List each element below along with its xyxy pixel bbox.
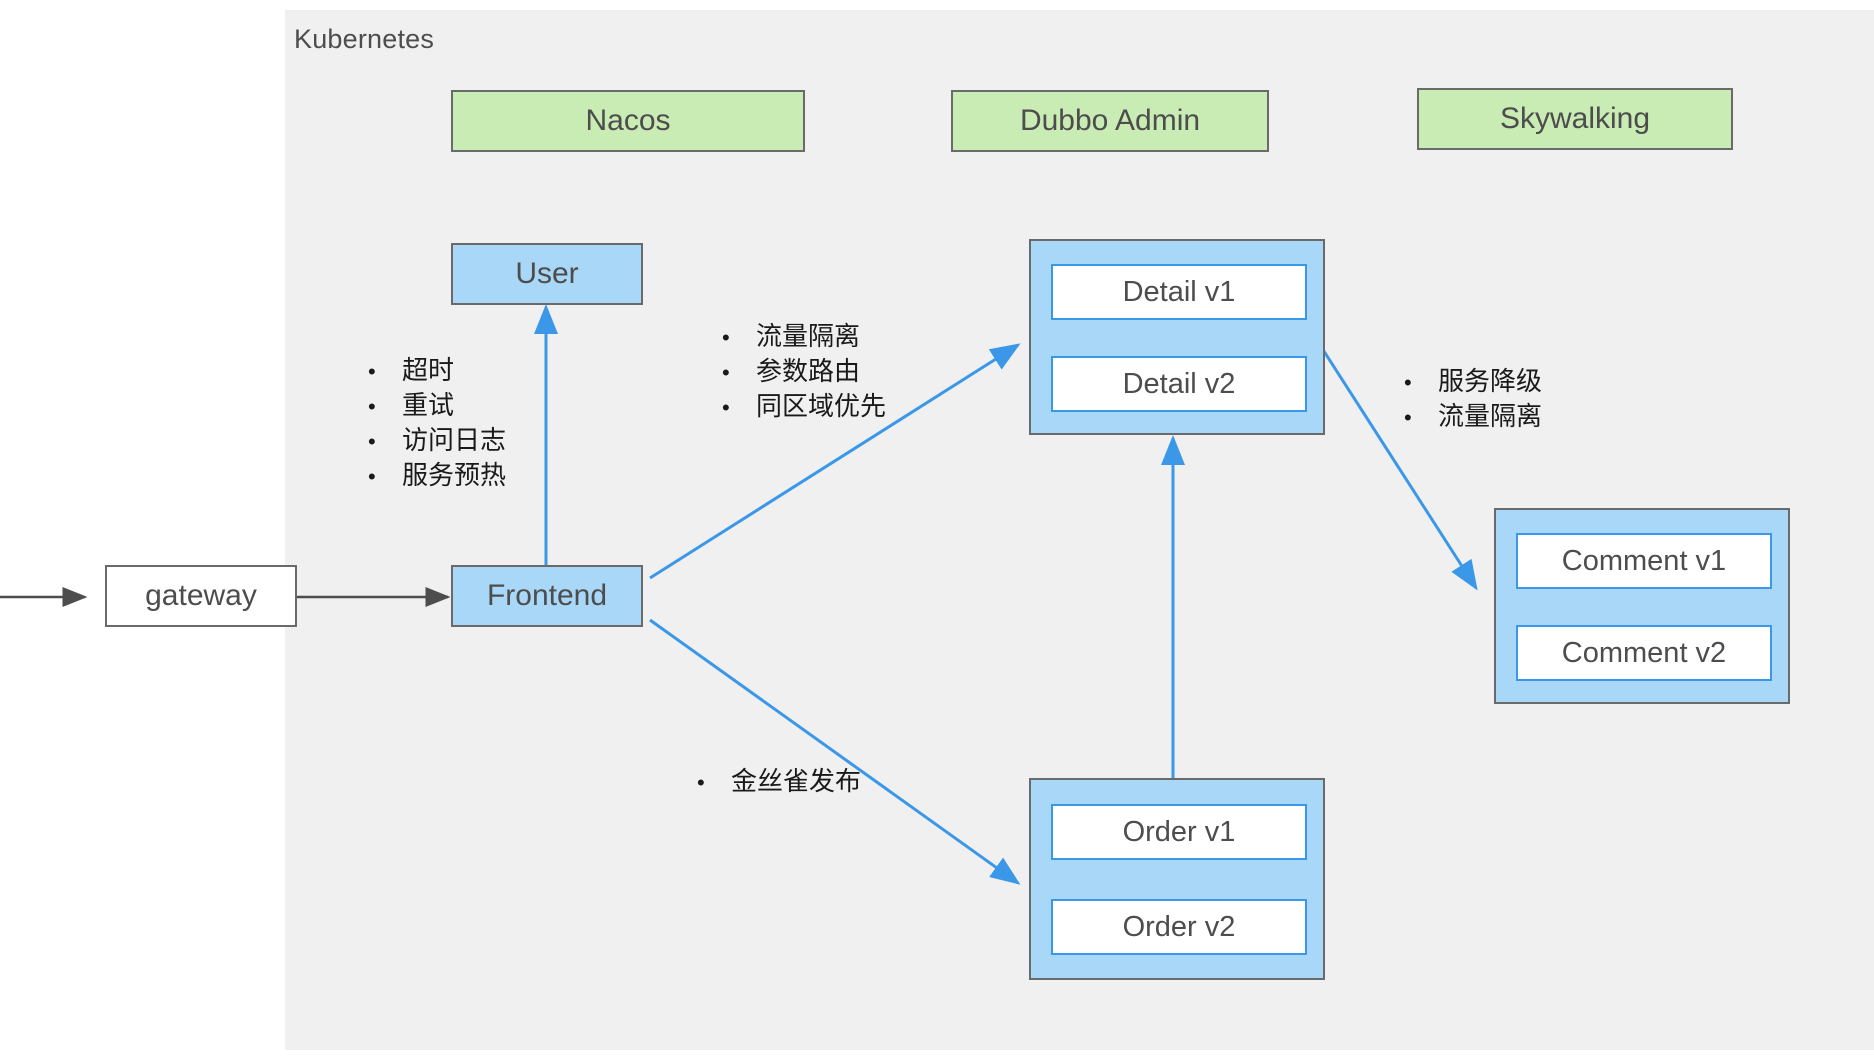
service-version-box[interactable]: Detail v2 <box>1051 356 1307 412</box>
arrow-frontend-order <box>649 618 1021 885</box>
service-label: Frontend <box>486 579 608 612</box>
infra-box-skywalking[interactable]: Skywalking <box>1417 88 1733 150</box>
infra-label: Dubbo Admin <box>1019 104 1201 137</box>
service-version-label: Comment v2 <box>1561 636 1727 669</box>
note-item: • 重试 <box>368 389 506 424</box>
infra-label: Skywalking <box>1499 102 1651 135</box>
service-version-box[interactable]: Comment v1 <box>1516 533 1772 589</box>
infra-box-nacos[interactable]: Nacos <box>451 90 805 152</box>
bullet-icon: • <box>697 770 705 795</box>
note-item: • 超时 <box>368 354 506 389</box>
note-item: • 流量隔离 <box>1404 400 1542 435</box>
note-item: • 流量隔离 <box>722 320 886 355</box>
bullet-icon: • <box>1404 405 1412 430</box>
kubernetes-label: Kubernetes <box>294 24 435 54</box>
note-item: • 同区域优先 <box>722 390 886 425</box>
service-box-frontend[interactable]: Frontend <box>451 565 643 627</box>
bullet-icon: • <box>368 359 376 384</box>
bullet-icon: • <box>1404 370 1412 395</box>
note-item: • 访问日志 <box>368 424 506 459</box>
service-version-box[interactable]: Comment v2 <box>1516 625 1772 681</box>
service-version-label: Detail v1 <box>1122 275 1236 308</box>
gateway-box[interactable]: gateway <box>105 565 297 627</box>
service-version-label: Detail v2 <box>1122 367 1236 400</box>
bullet-icon: • <box>368 394 376 419</box>
service-version-label: Order v2 <box>1122 910 1236 943</box>
note-gateway-frontend: • 超时 • 重试 • 访问日志 • 服务预热 <box>368 354 506 494</box>
bullet-icon: • <box>722 395 730 420</box>
service-version-box[interactable]: Order v1 <box>1051 804 1307 860</box>
arrow-frontend-detail <box>649 343 1021 580</box>
gateway-label: gateway <box>145 579 257 612</box>
note-item: • 参数路由 <box>722 355 886 390</box>
bullet-icon: • <box>368 464 376 489</box>
service-version-label: Order v1 <box>1122 815 1236 848</box>
infra-label: Nacos <box>585 104 671 137</box>
service-group-comment[interactable]: Comment v1 Comment v2 <box>1494 508 1790 704</box>
bullet-icon: • <box>722 360 730 385</box>
note-item: • 服务预热 <box>368 459 506 494</box>
note-item: • 金丝雀发布 <box>697 765 861 800</box>
bullet-icon: • <box>722 325 730 350</box>
service-version-box[interactable]: Order v2 <box>1051 899 1307 955</box>
note-frontend-order: • 金丝雀发布 <box>697 765 861 800</box>
service-group-order[interactable]: Order v1 Order v2 <box>1029 778 1325 980</box>
service-group-detail[interactable]: Detail v1 Detail v2 <box>1029 239 1325 435</box>
service-label: User <box>515 257 579 290</box>
service-version-label: Comment v1 <box>1561 544 1727 577</box>
service-version-box[interactable]: Detail v1 <box>1051 264 1307 320</box>
note-frontend-detail: • 流量隔离 • 参数路由 • 同区域优先 <box>722 320 886 425</box>
note-detail-comment: • 服务降级 • 流量隔离 <box>1404 365 1542 435</box>
bullet-icon: • <box>368 429 376 454</box>
service-box-user[interactable]: User <box>451 243 643 305</box>
arrow-detail-comment <box>1316 341 1478 591</box>
infra-box-dubbo-admin[interactable]: Dubbo Admin <box>951 90 1269 152</box>
note-item: • 服务降级 <box>1404 365 1542 400</box>
